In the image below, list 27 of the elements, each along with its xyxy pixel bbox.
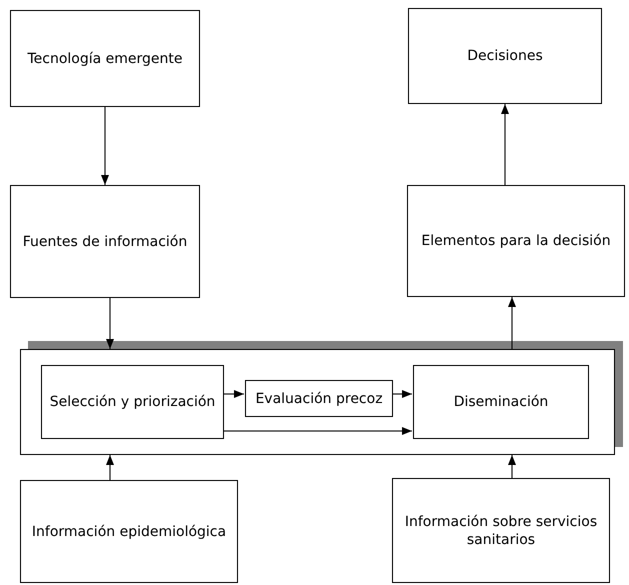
- process-box: [413, 365, 589, 439]
- process-box: [407, 185, 625, 297]
- node-label: Información sobre servicios sanitarios: [404, 512, 598, 548]
- process-box: [408, 8, 602, 104]
- arrow: [106, 454, 114, 480]
- node-label: Información epidemiológica: [32, 522, 226, 540]
- process-box: [10, 10, 200, 107]
- arrow: [508, 454, 516, 478]
- process-box: [392, 478, 610, 583]
- node-label: Fuentes de información: [22, 232, 188, 250]
- process-box: [20, 480, 238, 583]
- arrow: [101, 106, 109, 186]
- node-label: Decisiones: [467, 47, 543, 65]
- arrow: [222, 390, 244, 398]
- arrow: [106, 298, 114, 350]
- arrow: [501, 104, 509, 186]
- node-label: Evaluación precoz: [255, 390, 383, 408]
- node-label: Elementos para la decisión: [421, 232, 611, 250]
- process-box: [245, 380, 393, 417]
- arrow: [508, 296, 516, 350]
- node-label: Selección y priorización: [50, 393, 216, 411]
- node-label: Diseminación: [454, 393, 548, 411]
- arrow: [222, 427, 412, 435]
- process-box: [41, 365, 224, 439]
- process-box: [10, 185, 200, 298]
- node-label: Tecnología emergente: [27, 50, 183, 68]
- arrow: [392, 390, 412, 398]
